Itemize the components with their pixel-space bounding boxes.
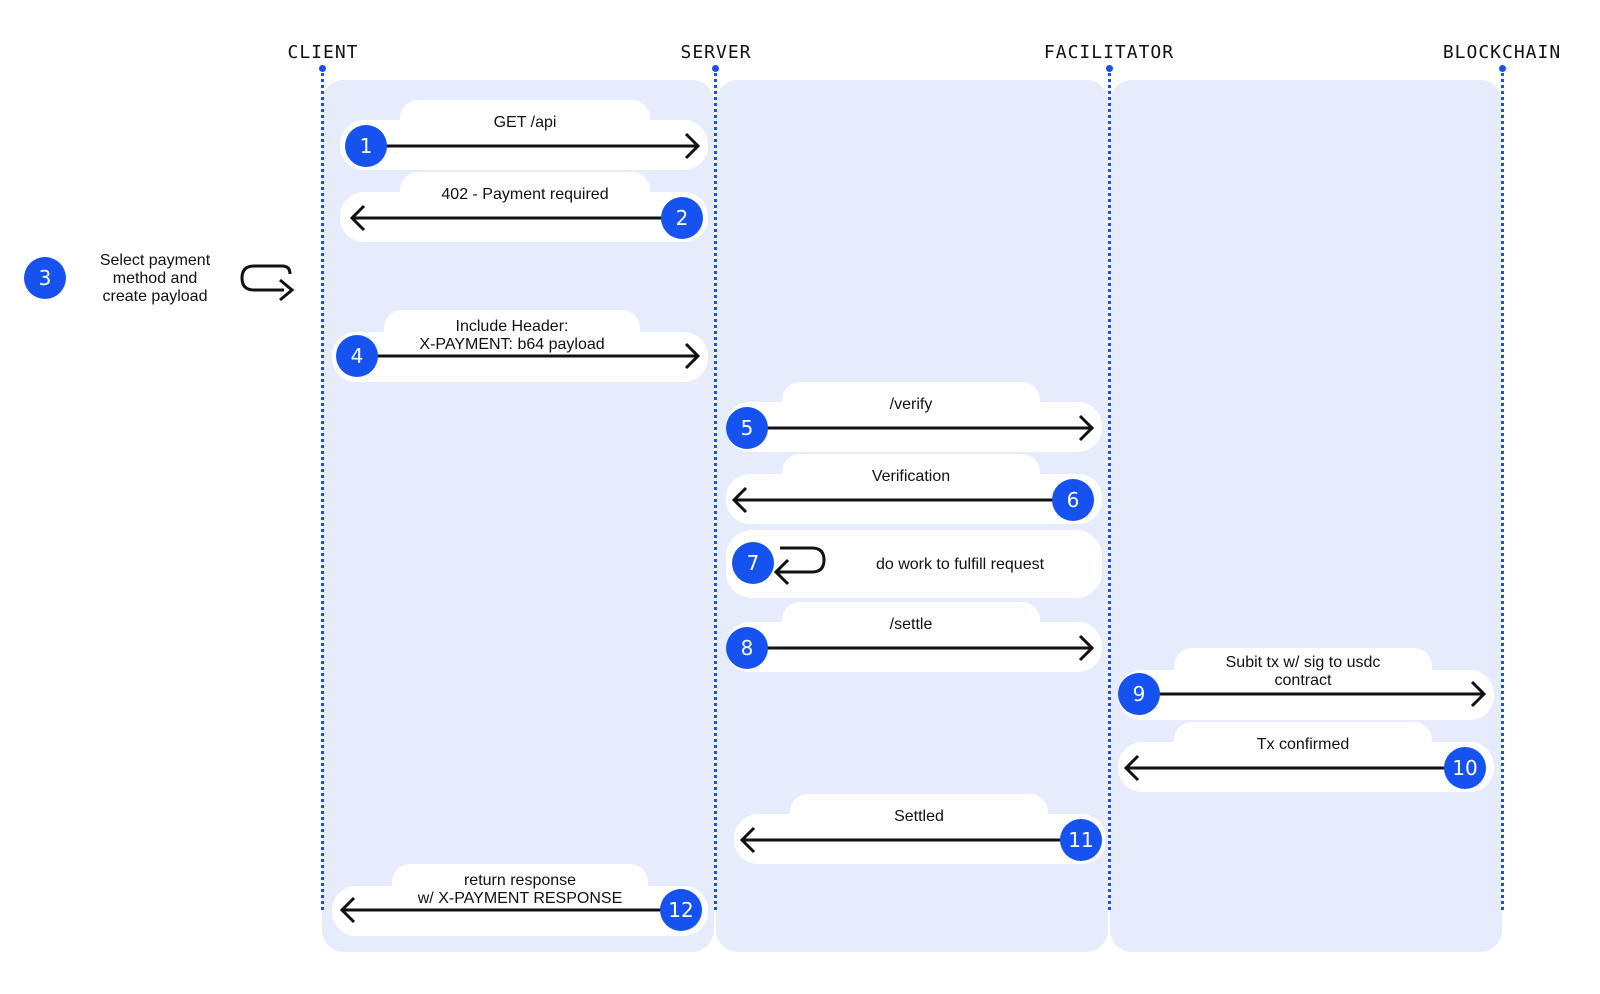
- actor-client-label: CLIENT: [287, 42, 359, 63]
- facilitator-blockchain-lane: [1110, 80, 1502, 952]
- blockchain-lifeline-dot: [1499, 65, 1506, 72]
- step-2-badge: 2: [661, 197, 703, 239]
- step-2-label: 402 - Payment required: [441, 186, 609, 203]
- step-4-arrow: [374, 342, 701, 370]
- step-6-arrow: [731, 486, 1056, 514]
- step-8-arrow: [766, 634, 1095, 662]
- step-4-badge: 4: [336, 335, 378, 377]
- actor-facilitator-label: FACILITATOR: [1043, 42, 1175, 63]
- blockchain-lifeline: [1501, 68, 1504, 910]
- step-6-badge: 6: [1052, 479, 1094, 521]
- step-5-arrow: [766, 414, 1095, 442]
- step-7-label: do work to fulfill request: [875, 556, 1045, 573]
- client-lifeline-dot: [319, 65, 326, 72]
- step-3-badge: 3: [24, 257, 66, 299]
- step-11-badge: 11: [1060, 819, 1102, 861]
- step-10-arrow: [1123, 754, 1448, 782]
- step-9-message: Subit tx w/ sig to usdc contract 9: [1118, 648, 1494, 722]
- step-7-badge: 7: [732, 542, 774, 584]
- step-3-self-arrow: [240, 264, 295, 302]
- step-9-label: Subit tx w/ sig to usdc contract: [1225, 654, 1381, 689]
- step-5-label: /verify: [889, 396, 933, 413]
- step-1-label: GET /api: [493, 114, 557, 131]
- step-1-arrow: [382, 132, 701, 160]
- step-5-message: /verify 5: [726, 382, 1102, 454]
- step-11-label: Settled: [894, 808, 944, 825]
- server-lifeline: [714, 68, 717, 910]
- step-2-message: 402 - Payment required 2: [340, 172, 708, 244]
- step-6-label: Verification: [871, 468, 951, 485]
- step-12-badge: 12: [660, 889, 702, 931]
- step-10-badge: 10: [1444, 747, 1486, 789]
- actor-blockchain-label: BLOCKCHAIN: [1442, 42, 1562, 63]
- step-4-message: Include Header: X-PAYMENT: b64 payload 4: [332, 310, 708, 384]
- step-9-arrow: [1158, 680, 1487, 708]
- step-12-label: return response w/ X-PAYMENT RESPONSE: [417, 872, 623, 907]
- step-7-card: [726, 530, 1102, 598]
- server-lifeline-dot: [712, 65, 719, 72]
- actor-server-label: SERVER: [680, 42, 752, 63]
- step-3-label: Select payment method and create payload: [99, 252, 211, 305]
- facilitator-lifeline: [1108, 68, 1111, 910]
- step-8-badge: 8: [726, 627, 768, 669]
- step-8-label: /settle: [889, 616, 933, 633]
- step-10-label: Tx confirmed: [1256, 736, 1350, 753]
- step-10-message: Tx confirmed 10: [1118, 722, 1494, 794]
- step-4-label: Include Header: X-PAYMENT: b64 payload: [419, 318, 605, 353]
- step-1-badge: 1: [345, 125, 387, 167]
- step-12-message: return response w/ X-PAYMENT RESPONSE 12: [332, 864, 708, 938]
- step-11-arrow: [739, 826, 1062, 854]
- step-8-message: /settle 8: [726, 602, 1102, 674]
- step-12-arrow: [339, 896, 662, 924]
- step-1-message: GET /api 1: [340, 100, 708, 172]
- step-6-message: Verification 6: [726, 454, 1102, 526]
- step-5-badge: 5: [726, 407, 768, 449]
- step-9-badge: 9: [1118, 673, 1160, 715]
- step-2-arrow: [349, 204, 666, 232]
- facilitator-lifeline-dot: [1106, 65, 1113, 72]
- step-7-self-arrow: [773, 546, 826, 586]
- step-11-message: Settled 11: [734, 794, 1106, 866]
- client-lifeline: [321, 68, 324, 910]
